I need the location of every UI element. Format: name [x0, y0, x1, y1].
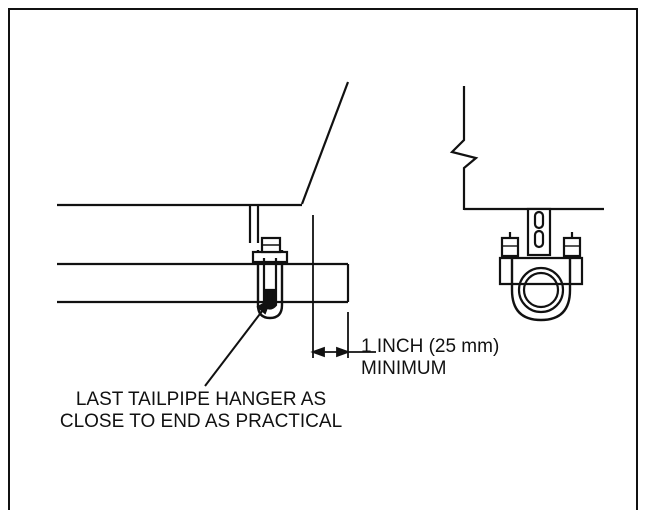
u-clamp [510, 258, 572, 322]
hanger-clamp [256, 250, 284, 320]
left-nut [500, 236, 520, 258]
dimension-marker [310, 346, 376, 358]
clamp-band [251, 250, 289, 264]
frame-break-line [449, 86, 479, 210]
tailpipe-section-inner [522, 271, 560, 309]
side-view [57, 81, 350, 358]
dimension-callout-line2: MINIMUM [361, 358, 447, 379]
end-view [449, 86, 604, 322]
hanger-callout-line1: LAST TAILPIPE HANGER AS [75, 389, 327, 410]
frame-border [8, 8, 638, 510]
body-panel-line [300, 81, 350, 205]
clamp-plate [498, 256, 584, 286]
hanger-leader-arrow [204, 297, 272, 387]
hanger-bracket [248, 205, 260, 243]
bracket-slot-upper [533, 210, 545, 230]
dimension-callout-line1: 1 INCH (25 mm) [361, 336, 500, 357]
hanger-callout-line2: CLOSE TO END AS PRACTICAL [59, 411, 343, 432]
hanger-callout: LAST TAILPIPE HANGER AS CLOSE TO END AS … [26, 389, 376, 433]
tailpipe-section-outer [517, 266, 565, 314]
dimension-callout: 1 INCH (25 mm) MINIMUM [361, 336, 499, 380]
right-nut [562, 236, 582, 258]
bracket-slot-lower [533, 229, 545, 249]
